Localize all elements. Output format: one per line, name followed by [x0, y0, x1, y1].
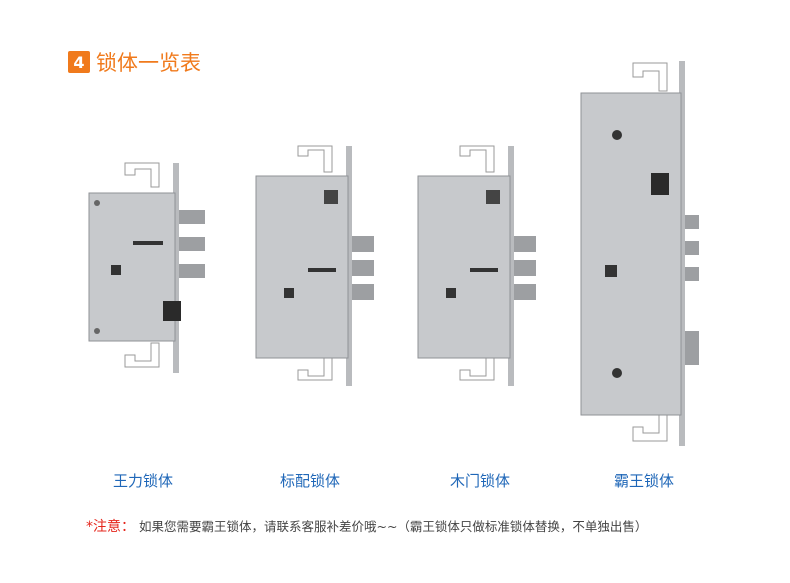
section-title: 锁体一览表 — [96, 51, 201, 75]
lock-caption-wangli: 王力锁体 — [112, 472, 173, 490]
lock-image-wangli — [88, 162, 205, 373]
lock-image-wood-door — [417, 145, 536, 386]
lock-image-standard — [255, 145, 374, 386]
lock-caption-wood-door: 木门锁体 — [449, 472, 510, 490]
lock-caption-bawang: 霸王锁体 — [613, 472, 674, 490]
notice-text: *注意： 如果您需要霸王锁体，请联系客服补差价哦~~（霸王锁体只做标准锁体替换，… — [86, 516, 647, 536]
section-header: 4 锁体一览表 — [68, 49, 201, 75]
section-number-badge: 4 — [68, 51, 90, 73]
notice-label: *注意： — [86, 519, 135, 535]
lock-image-bawang — [580, 61, 699, 446]
lock-caption-standard: 标配锁体 — [279, 472, 340, 490]
notice-body: 如果您需要霸王锁体，请联系客服补差价哦~~（霸王锁体只做标准锁体替换，不单独出售… — [138, 519, 648, 534]
